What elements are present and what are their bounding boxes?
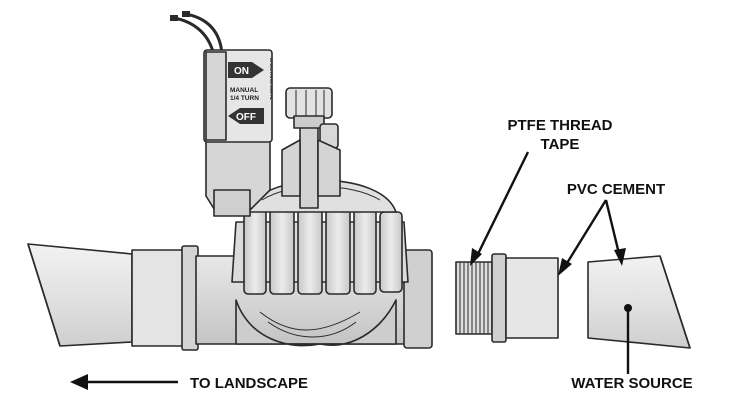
ptfe-arrow bbox=[474, 151, 530, 259]
left-pipe bbox=[27, 243, 133, 347]
water-source-label: WATER SOURCE bbox=[571, 375, 692, 392]
threaded-adapter bbox=[455, 253, 559, 343]
solenoid-side-text: 24 VAC/VFA AC 50/60 HZ bbox=[269, 58, 273, 101]
solenoid: ON OFF MANUAL 1/4 TURN 24 VAC/VFA AC 50/… bbox=[203, 49, 273, 143]
ptfe-label-line2: TAPE bbox=[541, 136, 580, 153]
left-coupling bbox=[131, 245, 199, 351]
right-pipe bbox=[587, 255, 691, 349]
callout-arrows bbox=[70, 151, 630, 390]
solenoid-off-button bbox=[228, 108, 264, 124]
thread-lines bbox=[459, 262, 489, 334]
ptfe-label-line1: PTFE THREAD bbox=[508, 117, 613, 134]
solenoid-on-button bbox=[228, 62, 264, 78]
solenoid-off-text: OFF bbox=[236, 112, 256, 123]
solenoid-quarter-turn-text: 1/4 TURN bbox=[230, 95, 259, 102]
pvc-cement-arrow-right bbox=[604, 199, 622, 259]
to-landscape-label: TO LANDSCAPE bbox=[190, 375, 308, 392]
pvc-cement-label: PVC CEMENT bbox=[567, 181, 665, 198]
solenoid-on-text: ON bbox=[234, 66, 249, 77]
valve-body bbox=[195, 139, 433, 349]
pvc-cement-arrow-left bbox=[562, 199, 608, 269]
solenoid-manual-text: MANUAL bbox=[230, 87, 258, 94]
flow-control-knob bbox=[281, 87, 341, 209]
